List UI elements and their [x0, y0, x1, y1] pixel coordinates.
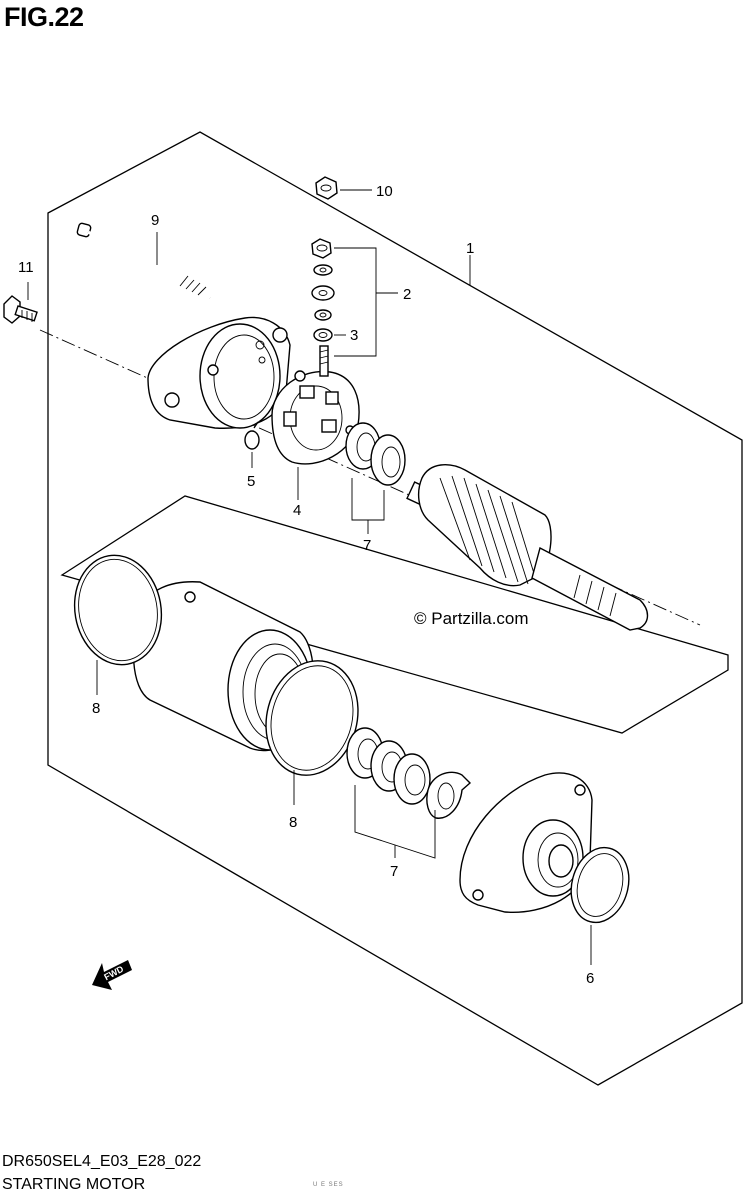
part-7-lower-washers: [346, 727, 472, 819]
callout-11: 11: [18, 259, 34, 276]
small-print-code: U E SES: [313, 1182, 344, 1188]
callout-7-lower: 7: [390, 863, 398, 880]
callout-5: 5: [247, 473, 255, 490]
part-5-terminal-clip: [244, 421, 260, 450]
part-8-left-o-ring: [73, 554, 163, 666]
assembly-frame-inner: [60, 495, 729, 734]
callout-9: 9: [151, 212, 159, 229]
callout-7-upper: 7: [363, 537, 371, 554]
part-11-bolt: [3, 295, 38, 324]
part-9-through-bolt: [76, 222, 211, 300]
callout-8-left: 8: [92, 700, 100, 717]
callout-8-right: 8: [289, 814, 297, 831]
part-6-o-ring: [570, 846, 630, 924]
part-7-upper-washers: [345, 422, 406, 486]
rear-end-cover: [147, 316, 291, 429]
callout-1: 1: [466, 240, 474, 257]
callout-4: 4: [293, 502, 301, 519]
part-8-right-o-ring: [265, 660, 359, 776]
callout-6: 6: [586, 970, 594, 987]
front-end-cover: [459, 772, 593, 913]
figure-title: FIG.22: [4, 2, 84, 32]
part-4-brush-holder: [271, 370, 360, 465]
partzilla-watermark: © Partzilla.com: [414, 609, 529, 628]
assembly-frame-outer: [47, 131, 743, 1086]
part-2-nut-washer-set: [311, 238, 335, 342]
figure-name: STARTING MOTOR: [2, 1176, 146, 1193]
callout-2: 2: [403, 286, 411, 303]
callout-3: 3: [350, 327, 358, 344]
fwd-arrow-icon: FWD: [92, 960, 132, 990]
armature: [406, 464, 649, 631]
terminal-stud: [319, 345, 329, 377]
part-10-nut: [315, 176, 338, 200]
model-code: DR650SEL4_E03_E28_022: [2, 1153, 202, 1170]
callout-10: 10: [376, 183, 393, 200]
